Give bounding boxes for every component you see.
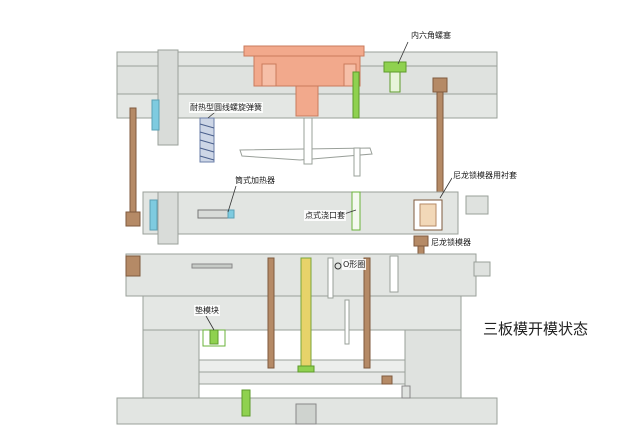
return-pin-right (363, 257, 371, 369)
label-nylon-lock-sleeve: 尼龙锁模器用衬套 (452, 170, 518, 181)
runner-tree (239, 117, 373, 177)
diagram-caption: 三板模开模状态 (483, 320, 589, 338)
core-pin-3 (344, 299, 350, 345)
right-bracket-bottom (473, 261, 491, 277)
left-guide-pillar-mid (157, 191, 179, 245)
left-puller-rod (129, 107, 137, 221)
cavity-cyan-left (149, 199, 158, 231)
knockout-hole (295, 403, 317, 425)
sprue-bush-leader (343, 209, 357, 215)
label-o-ring: O形圈 (342, 259, 367, 270)
hex-plug-shaft (389, 71, 401, 93)
locating-ring (243, 45, 365, 57)
label-heat-resistant-spring: 耐热型圆线螺旋弹簧 (189, 102, 263, 113)
spacer-block-right (404, 329, 462, 399)
ejector-plate (198, 371, 406, 385)
cavity-plate (142, 191, 459, 235)
ejector-pin-head (297, 365, 315, 373)
cartridge-heater (197, 209, 233, 219)
label-cartridge-heater: 筒式加热器 (234, 175, 276, 186)
sprue-head-left (261, 63, 277, 87)
hex-socket-plug (383, 61, 407, 73)
left-guide-pillar-top (157, 49, 179, 146)
heat-resistant-spring (199, 117, 215, 163)
label-nylon-mold-lock: 尼龙锁模器 (430, 237, 472, 248)
left-guide-bush-cyan (151, 99, 160, 131)
right-puller-head (432, 77, 448, 93)
green-pin-top (352, 71, 360, 119)
core-pin-1 (389, 255, 399, 293)
o-ring (334, 262, 342, 270)
ejector-stop (381, 375, 393, 385)
return-pin-left (267, 257, 275, 369)
spacer-block-left (142, 329, 200, 399)
support-block-leader (205, 315, 215, 331)
core-slot-left (191, 263, 233, 269)
core-pin-2 (327, 257, 334, 299)
support-block-green (209, 329, 219, 345)
nylon-sleeve-inner (419, 203, 437, 227)
label-pin-point-sprue-bush: 点式浇口套 (304, 210, 346, 221)
nylon-mold-lock (413, 235, 429, 247)
right-bracket-top (465, 195, 489, 215)
heater-leader (227, 185, 237, 213)
bottom-green-pin (241, 389, 251, 417)
heater-cyan-end (227, 209, 235, 219)
left-block-brown (125, 255, 141, 277)
right-puller-rod (436, 91, 444, 193)
ejector-pin-center (300, 257, 312, 371)
left-puller-head (125, 211, 141, 227)
sprue-bush-stem (295, 85, 319, 117)
hex-plug-leader (397, 41, 409, 65)
sleeve-leader (439, 177, 453, 199)
label-hex-socket-plug: 内六角螺塞 (410, 30, 452, 41)
label-support-block: 垫模块 (194, 305, 220, 316)
bottom-screw-right (401, 385, 411, 399)
